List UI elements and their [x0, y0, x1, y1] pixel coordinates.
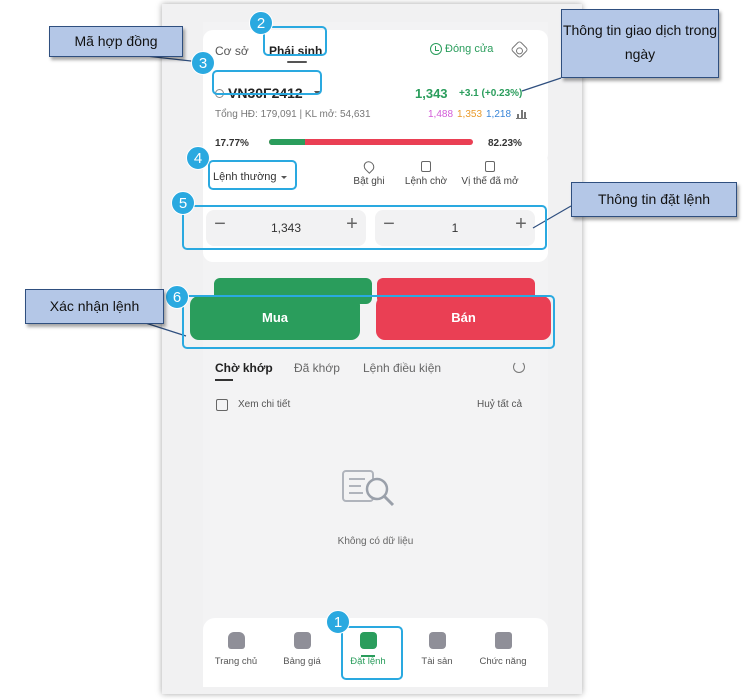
last-price: 1,343	[415, 86, 448, 101]
step-badge-3: 3	[191, 51, 215, 75]
pending-orders-button[interactable]: Lệnh chờ	[396, 161, 456, 187]
nav-functions-label: Chức năng	[479, 656, 527, 667]
sell-ratio-label: 82.23%	[488, 138, 522, 149]
highlight-phai-sinh	[263, 26, 327, 56]
buy-ratio-fill	[269, 139, 306, 145]
list-detail-icon[interactable]	[216, 399, 228, 411]
open-positions-label: Vị thế đã mở	[461, 176, 519, 187]
quantity-decrease-button[interactable]: −	[383, 213, 395, 235]
nav-price-board[interactable]: Bảng giá	[270, 632, 334, 667]
tab-matched[interactable]: Đã khớp	[294, 361, 340, 375]
step-badge-4: 4	[186, 146, 210, 170]
note-icon	[421, 161, 431, 172]
tab-conditional[interactable]: Lệnh điều kiện	[363, 361, 442, 375]
bottom-navigation: Trang chủ Bảng giá Đặt lệnh Tài sản Chức…	[203, 618, 548, 687]
highlight-confirm	[182, 295, 555, 349]
nav-assets[interactable]: Tài sản	[405, 632, 469, 667]
tab-co-so[interactable]: Cơ sở	[215, 44, 249, 58]
buy-ratio-label: 17.77%	[215, 138, 249, 149]
nav-place-order[interactable]: Đặt lệnh	[336, 632, 400, 667]
step-badge-1: 1	[326, 610, 350, 634]
quantity-stepper[interactable]: − 1 +	[375, 210, 535, 246]
quantity-value[interactable]: 1	[451, 221, 459, 235]
bar-chart-icon[interactable]	[516, 109, 527, 119]
ceiling-price: 1,488	[428, 109, 454, 120]
grid-icon	[494, 632, 512, 649]
market-info-card: Cơ sở Phái sinh Đóng cửa VN30F2412 1,343…	[203, 30, 548, 164]
buy-sell-ratio-bar	[269, 139, 473, 145]
active-list-tab-indicator	[215, 379, 233, 381]
orders-list: Chờ khớp Đã khớp Lệnh điều kiện Xem chi …	[203, 347, 548, 617]
callout-confirm-order: Xác nhận lệnh	[25, 289, 164, 324]
price-decrease-button[interactable]: −	[214, 213, 226, 235]
buy-button[interactable]: Mua	[190, 296, 360, 340]
refresh-icon[interactable]	[513, 361, 525, 373]
pen-icon	[361, 159, 377, 174]
app-screen: Cơ sở Phái sinh Đóng cửa VN30F2412 1,343…	[190, 22, 551, 687]
nav-place-order-label: Đặt lệnh	[350, 656, 386, 667]
chevron-down-icon	[280, 175, 287, 179]
reference-price: 1,353	[457, 109, 483, 120]
price-change: +3.1 (+0.23%)	[459, 88, 523, 99]
nav-home[interactable]: Trang chủ	[204, 632, 268, 667]
market-status: Đóng cửa	[430, 43, 493, 55]
open-positions-button[interactable]: Vị thế đã mở	[460, 161, 520, 187]
highlight-contract	[212, 70, 322, 95]
nav-home-label: Trang chủ	[214, 656, 258, 667]
assets-icon	[428, 632, 446, 649]
order-type-label: Lệnh thường	[213, 171, 277, 183]
active-tab-indicator	[287, 61, 307, 63]
sell-button[interactable]: Bán	[376, 296, 551, 340]
document-icon	[485, 161, 495, 172]
nav-assets-label: Tài sản	[421, 656, 453, 667]
tab-pending[interactable]: Chờ khớp	[215, 361, 273, 375]
price-increase-button[interactable]: +	[346, 213, 358, 235]
view-detail-link[interactable]: Xem chi tiết	[238, 399, 291, 410]
nav-functions[interactable]: Chức năng	[471, 632, 535, 667]
callout-order-info: Thông tin đặt lệnh	[571, 182, 737, 217]
highlight-order-info	[182, 205, 547, 250]
settings-icon[interactable]	[510, 40, 529, 59]
callout-daily-info: Thông tin giao dịch trong ngày	[561, 9, 719, 78]
step-badge-2: 2	[249, 11, 273, 35]
active-nav-indicator	[361, 655, 375, 657]
callout-contract-code: Mã hợp đồng	[49, 26, 183, 57]
record-label: Bật ghi	[353, 176, 385, 187]
price-board-icon	[293, 632, 311, 649]
empty-state-text: Không có dữ liệu	[337, 536, 414, 547]
order-type-select[interactable]: Lệnh thường	[213, 171, 287, 183]
step-badge-5: 5	[171, 191, 195, 215]
alarm-clock-icon	[430, 43, 442, 55]
price-value[interactable]: 1,343	[270, 221, 302, 235]
phone-frame: Cơ sở Phái sinh Đóng cửa VN30F2412 1,343…	[162, 4, 582, 694]
home-icon	[227, 632, 245, 649]
floor-price: 1,218	[486, 109, 512, 120]
contract-meta: Tổng HĐ: 179,091 | KL mở: 54,631	[215, 109, 371, 120]
market-status-label: Đóng cửa	[445, 43, 494, 55]
cancel-all-button[interactable]: Huỷ tất cả	[477, 399, 523, 410]
highlight-place-order	[341, 626, 403, 680]
empty-data-icon	[342, 470, 395, 507]
gavel-icon	[359, 632, 377, 649]
order-entry-card: Lệnh thường Bật ghi Lệnh chờ Vị thế đã m…	[203, 152, 548, 262]
step-badge-6: 6	[165, 285, 189, 309]
quantity-increase-button[interactable]: +	[515, 213, 527, 235]
nav-price-board-label: Bảng giá	[283, 656, 321, 667]
price-stepper[interactable]: − 1,343 +	[206, 210, 366, 246]
record-button[interactable]: Bật ghi	[339, 159, 399, 187]
highlight-order-type	[208, 160, 297, 190]
pending-orders-label: Lệnh chờ	[404, 176, 448, 187]
